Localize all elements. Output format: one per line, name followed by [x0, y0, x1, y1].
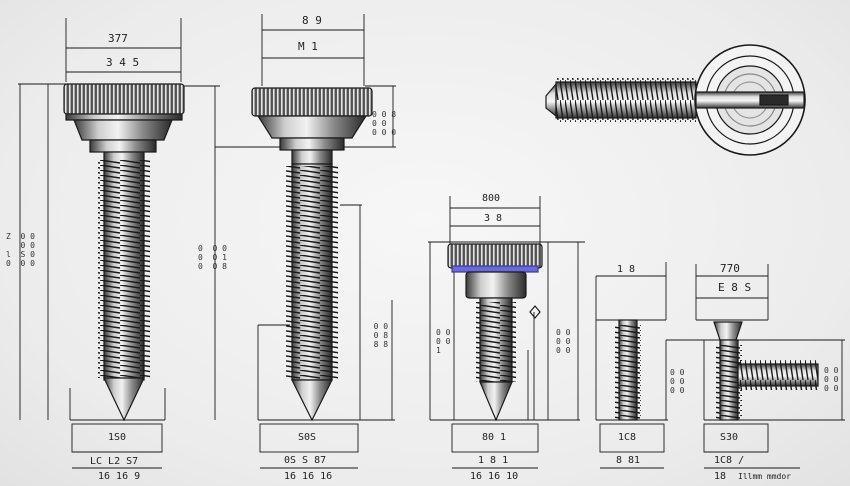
- d2-mid-labels: 0 0 0 8 8 8: [373, 322, 389, 349]
- d5-top-dim-2: E 8 S: [718, 281, 752, 294]
- d5-bottom-line-1: 1C8 /: [714, 455, 745, 466]
- d3-top-dim-1: 800: [482, 193, 501, 204]
- d4-top-dim-1: 1 8: [617, 264, 636, 275]
- d1-side-labels: Z 0 0 0 0 l S 0 0 0 0: [6, 232, 35, 268]
- d1-top-dim-1: 377: [108, 32, 128, 45]
- screw-5: [713, 321, 819, 421]
- d5-top-dim-1: 770: [720, 262, 740, 275]
- d3-bottom-line-1: 1 8 1: [478, 455, 509, 466]
- d5-footnote: Illmm mmdor: [738, 472, 791, 481]
- d3-bottom-box: 80 1: [482, 432, 507, 443]
- d2-top-dim-1: 8 9: [302, 14, 322, 27]
- screw-1: [63, 83, 185, 422]
- screw-4: [615, 319, 641, 421]
- d5-bottom-box: S30: [720, 432, 739, 443]
- d3-left-labels: 0 0 0 0 1: [436, 328, 451, 355]
- dimension-lines-group: [18, 14, 845, 469]
- d4-bottom-box: 1C8: [618, 432, 637, 443]
- screw-3: [447, 243, 543, 422]
- d3-bottom-line-2: 16 16 10: [470, 471, 519, 482]
- d2-right-labels: 0 0 8 0 0 0 0 0: [372, 110, 397, 137]
- d3-top-dim-2: 3 8: [484, 213, 503, 224]
- d1-bottom-line-2: 16 16 9: [98, 471, 141, 482]
- d1-bottom-line-1: LC L2 S7: [90, 456, 139, 467]
- d2-top-dim-2: M 1: [298, 40, 318, 53]
- d2-bottom-box: S0S: [298, 432, 317, 443]
- d5-right-labels: 0 0 0 0 0 0: [824, 366, 839, 393]
- d5-left-labels: 0 0 0 0 0 0: [670, 368, 685, 395]
- d3-right-labels: 0 0 0 0 0 0: [556, 328, 571, 355]
- d2-bottom-line-1: 0S S 87: [284, 455, 327, 466]
- screw-2: [251, 87, 373, 422]
- d1-top-dim-2: 3 4 5: [106, 56, 140, 69]
- d5-bottom-line-2: 18: [714, 471, 727, 482]
- d2-left-labels: 0 0 0 0 0 1 0 0 8: [198, 244, 227, 271]
- d2-bottom-line-2: 16 16 16: [284, 471, 333, 482]
- d4-bottom-line-1: 8 81: [616, 455, 641, 466]
- d1-bottom-box: 1S0: [108, 432, 127, 443]
- screw-top-right: [545, 44, 806, 156]
